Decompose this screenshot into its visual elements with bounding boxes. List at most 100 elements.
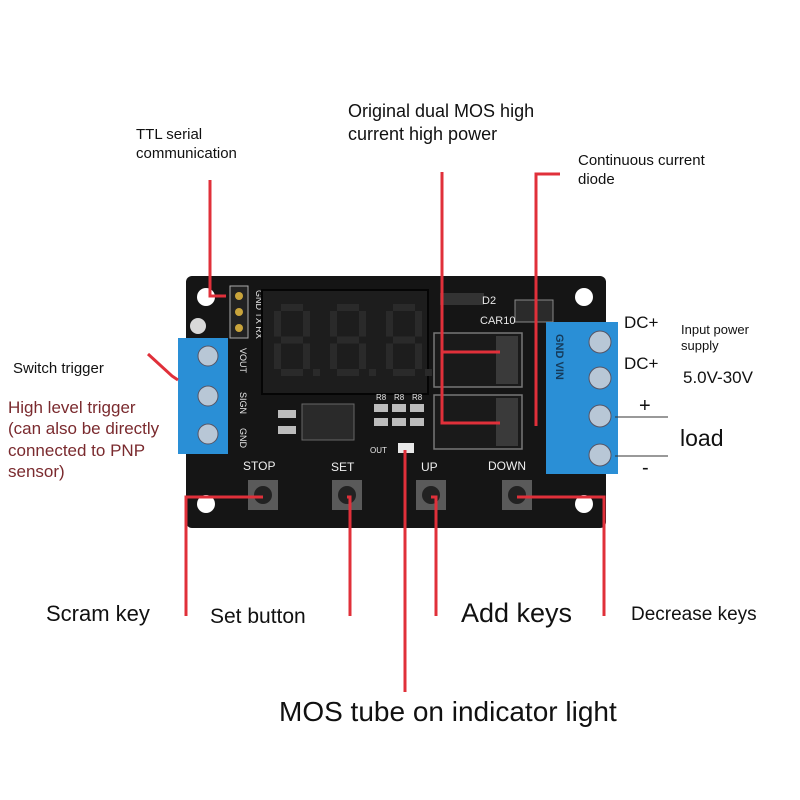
- high-level-line3: connected to PNP: [8, 440, 146, 460]
- pin-vout-label: VOUT: [238, 348, 248, 374]
- serial-pin-icon: [235, 292, 243, 300]
- dc-plus-label-2: DC+: [624, 354, 659, 373]
- up-button-label: UP: [421, 460, 438, 474]
- callout-switch: [146, 352, 179, 382]
- pin-gnd-label: GND: [238, 428, 248, 449]
- display-segment: [386, 311, 393, 337]
- dual-mos-line2: current high power: [348, 123, 498, 144]
- display-segment: [415, 311, 422, 337]
- display-segment: [303, 343, 310, 369]
- terminal-screw-icon: [588, 330, 612, 354]
- display-segment: [281, 304, 303, 311]
- input-power-line1: Input power: [681, 322, 749, 337]
- pin-sign-label: SIGN: [238, 392, 248, 414]
- callout-set: [347, 495, 352, 616]
- set-button-label: SET: [331, 460, 355, 474]
- display-segment: [386, 343, 393, 369]
- d2-label: D2: [482, 295, 496, 307]
- down-button-label: DOWN: [488, 459, 526, 473]
- output-terminal-label: GND VIN: [553, 334, 565, 380]
- mosfet-tab: [496, 398, 518, 446]
- dc-plus-label-1: DC+: [624, 313, 659, 332]
- display-segment: [281, 336, 303, 344]
- callout-decrease: [517, 495, 606, 616]
- serial-pins-label: GND TX RX: [254, 290, 264, 339]
- input-power-line2: supply: [681, 338, 719, 354]
- r-label: R8: [376, 393, 387, 402]
- high-level-line1: High level trigger: [8, 398, 136, 417]
- callout-mos: [440, 172, 500, 425]
- callout-lines: [146, 172, 606, 692]
- display-segment: [393, 304, 415, 311]
- terminal-screw-icon: [588, 443, 612, 467]
- mounting-hole: [197, 495, 215, 513]
- mosfet-tab: [496, 336, 518, 384]
- display-segment: [330, 343, 337, 369]
- mos-indicator-label: MOS tube on indicator light: [279, 696, 617, 727]
- callout-scram: [184, 495, 263, 616]
- stop-button-label: STOP: [243, 459, 275, 473]
- display-segment: [359, 343, 366, 369]
- diode-line2: diode: [578, 170, 615, 188]
- smd-component: [278, 410, 296, 418]
- display-segment: [393, 336, 415, 344]
- diode-label: Continuous current diode: [578, 152, 705, 190]
- decrease-keys-label: Decrease keys: [631, 604, 757, 625]
- out-label: OUT: [370, 446, 387, 455]
- car10-label: CAR10: [480, 315, 515, 327]
- diode-component: [514, 299, 554, 323]
- load-label: load: [680, 425, 724, 451]
- terminal-screw-icon: [588, 404, 612, 428]
- serial-pin-icon: [235, 308, 243, 316]
- display-segment: [303, 311, 310, 337]
- high-level-line4: sensor): [8, 461, 65, 481]
- smd-resistor: [374, 418, 388, 426]
- display-decimal-point: [425, 369, 432, 376]
- display-segment: [393, 369, 415, 376]
- dual-mos-line1: Original dual MOS high: [348, 101, 535, 121]
- ttl-serial-label: TTL serial communication: [136, 126, 237, 164]
- display-segment: [415, 343, 422, 369]
- smd-resistor: [392, 418, 406, 426]
- smd-resistor: [410, 404, 424, 412]
- mounting-hole: [575, 288, 593, 306]
- voltage-range-label: 5.0V-30V: [683, 368, 753, 387]
- mounting-hole: [575, 495, 593, 513]
- display-decimal-point: [313, 369, 320, 376]
- display-segment: [337, 304, 359, 311]
- display-segment: [337, 336, 359, 344]
- terminal-screw-icon: [197, 345, 219, 367]
- diode-line1: Continuous current: [578, 152, 705, 169]
- switch-trigger-label: Switch trigger: [13, 360, 104, 377]
- component: [440, 293, 484, 305]
- callout-diode: [534, 172, 560, 426]
- high-level-line2: (can also be directly: [8, 419, 160, 439]
- display-segment: [281, 369, 303, 376]
- input-power-label: Input power supply: [681, 322, 749, 355]
- smd-component: [278, 426, 296, 434]
- load-plus-label: +: [639, 395, 651, 417]
- display-segment: [274, 311, 281, 337]
- callout-add: [431, 495, 438, 616]
- smd-resistor: [374, 404, 388, 412]
- ttl-serial-line2: communication: [136, 144, 237, 162]
- stop-button-cap: [254, 486, 272, 504]
- r-label: R8: [412, 393, 423, 402]
- terminal-screw-icon: [197, 423, 219, 445]
- display-segment: [330, 311, 337, 337]
- down-button-cap: [508, 486, 526, 504]
- set-button-callout-label: Set button: [210, 605, 306, 628]
- dual-mos-label: Original dual MOS high current high powe…: [348, 100, 534, 145]
- brand-logo-icon: [190, 318, 206, 334]
- out-indicator-led: [398, 443, 414, 453]
- callout-ttl: [208, 180, 226, 298]
- seven-segment-digits: [274, 304, 432, 376]
- display-segment: [359, 311, 366, 337]
- display-segment: [337, 369, 359, 376]
- smd-resistor: [410, 418, 424, 426]
- smd-resistor: [392, 404, 406, 412]
- load-minus-label: -: [642, 457, 649, 479]
- terminal-screw-icon: [588, 366, 612, 390]
- display-segment: [274, 343, 281, 369]
